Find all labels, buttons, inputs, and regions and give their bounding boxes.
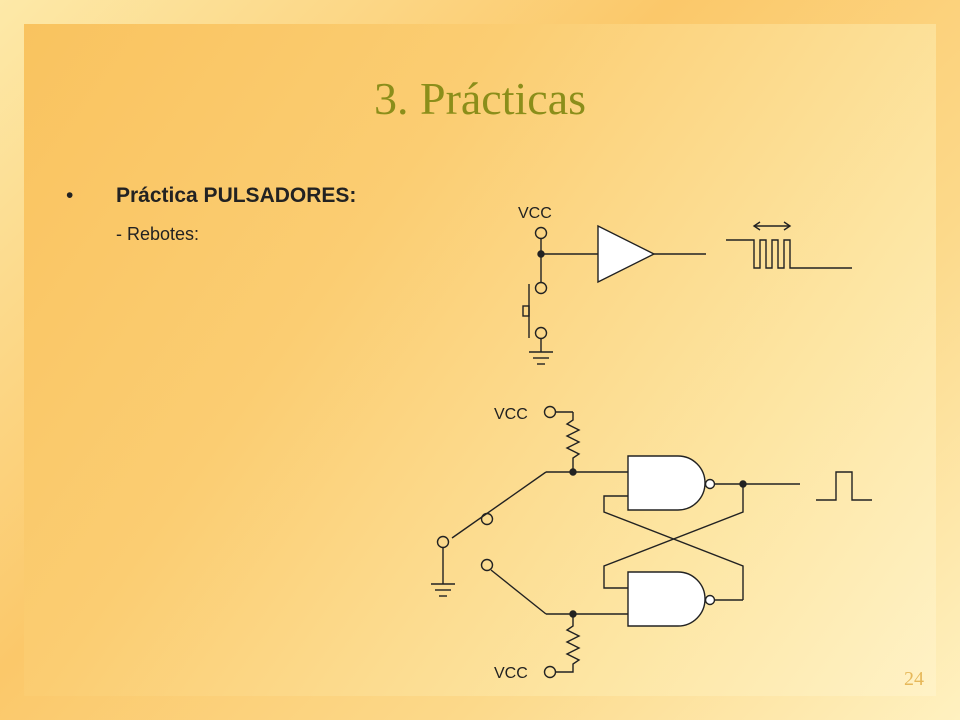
vcc-terminal-top [534,226,548,240]
bounce-waveform [726,239,852,269]
switch-contact-upper-wire [451,471,547,539]
sub-item-rebotes: - Rebotes: [116,224,200,244]
bullet-dot: • [66,184,74,207]
feedback-wire-1 [603,484,744,589]
button-terminal-lower [534,326,548,340]
switch-contact-upper [480,512,494,526]
vcc-terminal-upper [543,405,557,419]
clean-output-waveform [816,471,872,501]
vcc-label-upper: VCC [494,406,528,423]
nand-gate-upper [627,455,706,511]
vcc-terminal-lower [543,665,557,679]
slide-title: 3. Prácticas [373,73,587,124]
pullup-resistor-lower [556,614,581,673]
button-terminal-upper [534,281,548,295]
feedback-wire-2 [603,495,744,600]
vcc-label-lower: VCC [494,665,528,682]
bullet-heading: Práctica PULSADORES: [116,184,357,207]
top-circuit: VCC [518,205,852,365]
buffer-symbol [597,224,656,284]
page-number: 24 [904,668,924,690]
vcc-label-top: VCC [518,205,552,222]
slide-background [24,24,936,696]
switch-common [436,535,450,549]
pullup-resistor-upper [565,412,581,472]
nand-gate-lower [627,571,706,627]
switch-contact-lower [480,558,494,572]
bottom-circuit: VCC VCC [431,405,872,682]
